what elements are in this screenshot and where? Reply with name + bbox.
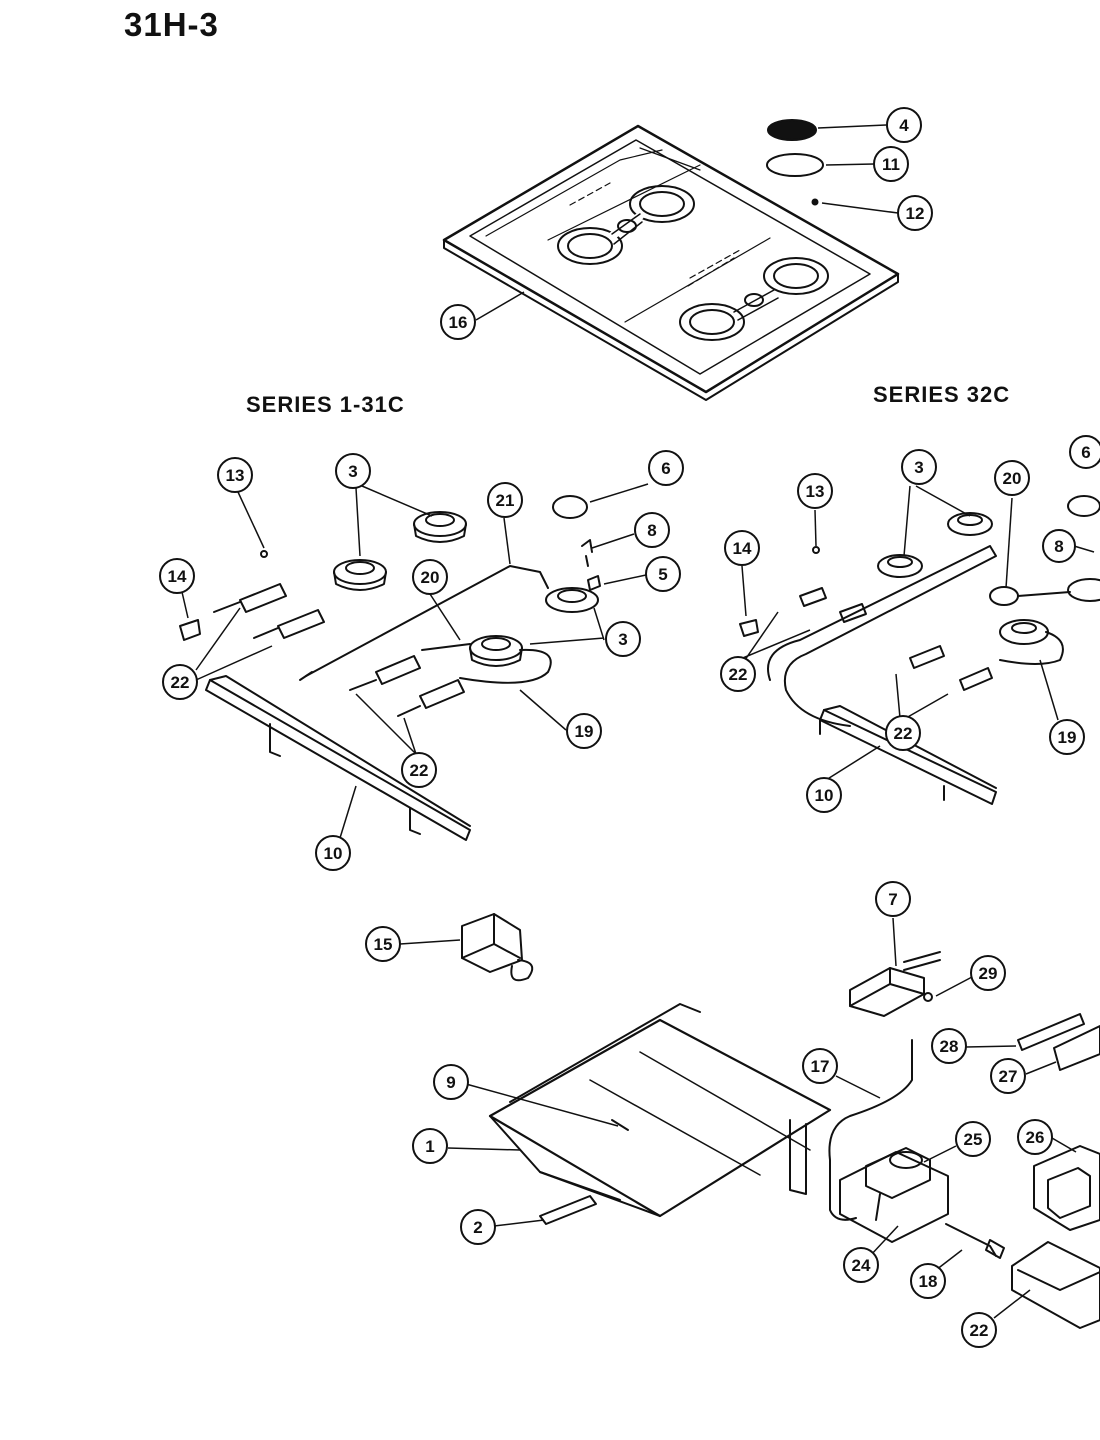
callout-10-left: 10 [315, 835, 351, 871]
callout-22-left-bottom: 22 [401, 752, 437, 788]
svg-text:29: 29 [979, 964, 998, 983]
series-label-right: SERIES 32C [873, 382, 1011, 407]
callout-15: 15 [365, 926, 401, 962]
svg-text:22: 22 [171, 673, 190, 692]
callout-19-left: 19 [566, 713, 602, 749]
callout-10-right: 10 [806, 777, 842, 813]
callout-22-regulator: 22 [961, 1312, 997, 1348]
callout-17: 17 [802, 1048, 838, 1084]
svg-text:5: 5 [658, 565, 667, 584]
burner-box [488, 1003, 832, 1225]
svg-text:8: 8 [647, 521, 656, 540]
callout-25: 25 [955, 1121, 991, 1157]
bracket-28 [1017, 1013, 1085, 1051]
svg-text:10: 10 [815, 786, 834, 805]
callout-6-left: 6 [648, 450, 684, 486]
callout-28: 28 [931, 1028, 967, 1064]
svg-text:21: 21 [496, 491, 515, 510]
cooktop-illustration [442, 124, 900, 401]
callout-21: 21 [487, 482, 523, 518]
svg-text:16: 16 [449, 313, 468, 332]
svg-text:2: 2 [473, 1218, 482, 1237]
svg-text:3: 3 [348, 462, 357, 481]
callout-18: 18 [910, 1263, 946, 1299]
svg-text:27: 27 [999, 1067, 1018, 1086]
callout-13-left: 13 [217, 457, 253, 493]
regulator-assembly [828, 1039, 1100, 1329]
burner-cap-solid [767, 119, 817, 141]
callout-13-right: 13 [797, 473, 833, 509]
igniter-module [461, 913, 534, 982]
callout-14-right: 14 [724, 530, 760, 566]
callout-3-left-right: 3 [605, 621, 641, 657]
svg-text:20: 20 [421, 568, 440, 587]
callout-2: 2 [460, 1209, 496, 1245]
svg-text:19: 19 [575, 722, 594, 741]
svg-text:8: 8 [1054, 537, 1063, 556]
svg-text:13: 13 [806, 482, 825, 501]
svg-text:6: 6 [1081, 443, 1090, 462]
callout-8-right: 8 [1042, 529, 1076, 563]
callout-9: 9 [433, 1064, 469, 1100]
svg-text:25: 25 [964, 1130, 983, 1149]
gasket-ring [766, 153, 824, 177]
svg-text:26: 26 [1026, 1128, 1045, 1147]
callout-20-right: 20 [994, 460, 1030, 496]
callout-22-left: 22 [162, 664, 198, 700]
svg-text:9: 9 [446, 1073, 455, 1092]
callout-26: 26 [1017, 1119, 1053, 1155]
svg-text:19: 19 [1058, 728, 1077, 747]
svg-text:10: 10 [324, 844, 343, 863]
callout-22-right-bottom: 22 [885, 715, 921, 751]
svg-text:22: 22 [970, 1321, 989, 1340]
callout-3-right: 3 [901, 449, 937, 485]
callout-1: 1 [412, 1128, 448, 1164]
svg-text:12: 12 [906, 204, 925, 223]
callout-11: 11 [873, 146, 909, 182]
svg-text:14: 14 [168, 567, 187, 586]
svg-text:3: 3 [914, 458, 923, 477]
callout-19-right: 19 [1049, 719, 1085, 755]
svg-text:22: 22 [894, 724, 913, 743]
svg-text:22: 22 [410, 761, 429, 780]
callout-8-left: 8 [634, 512, 670, 548]
svg-text:15: 15 [374, 935, 393, 954]
svg-text:17: 17 [811, 1057, 830, 1076]
bracket-27 [1053, 1025, 1100, 1071]
svg-text:11: 11 [882, 155, 900, 174]
callout-24: 24 [843, 1247, 879, 1283]
page-title: 31H-3 [124, 6, 219, 43]
callout-5: 5 [645, 556, 681, 592]
callout-12: 12 [897, 195, 933, 231]
series-label-left: SERIES 1-31C [246, 392, 405, 417]
callout-4: 4 [886, 107, 922, 143]
svg-text:1: 1 [425, 1137, 434, 1156]
svg-text:7: 7 [888, 890, 897, 909]
leader-4 [817, 124, 887, 129]
svg-text:13: 13 [226, 466, 245, 485]
svg-text:24: 24 [852, 1256, 871, 1275]
callout-29: 29 [970, 955, 1006, 991]
right-series-assembly [739, 495, 1100, 805]
callout-14-left: 14 [159, 558, 195, 594]
callout-16: 16 [440, 304, 476, 340]
callout-7: 7 [875, 881, 911, 917]
callout-6-right: 6 [1069, 435, 1100, 469]
callout-20-left: 20 [412, 559, 448, 595]
svg-text:28: 28 [940, 1037, 959, 1056]
svg-text:18: 18 [919, 1272, 938, 1291]
svg-text:3: 3 [618, 630, 627, 649]
svg-text:14: 14 [733, 539, 752, 558]
svg-text:4: 4 [899, 116, 909, 135]
svg-text:20: 20 [1003, 469, 1022, 488]
callout-22-right: 22 [720, 656, 756, 692]
left-series-assembly [179, 495, 601, 841]
callout-27: 27 [990, 1058, 1026, 1094]
svg-text:6: 6 [661, 459, 670, 478]
callout-3-left-top: 3 [335, 453, 371, 489]
svg-text:22: 22 [729, 665, 748, 684]
spark-module [849, 951, 941, 1017]
